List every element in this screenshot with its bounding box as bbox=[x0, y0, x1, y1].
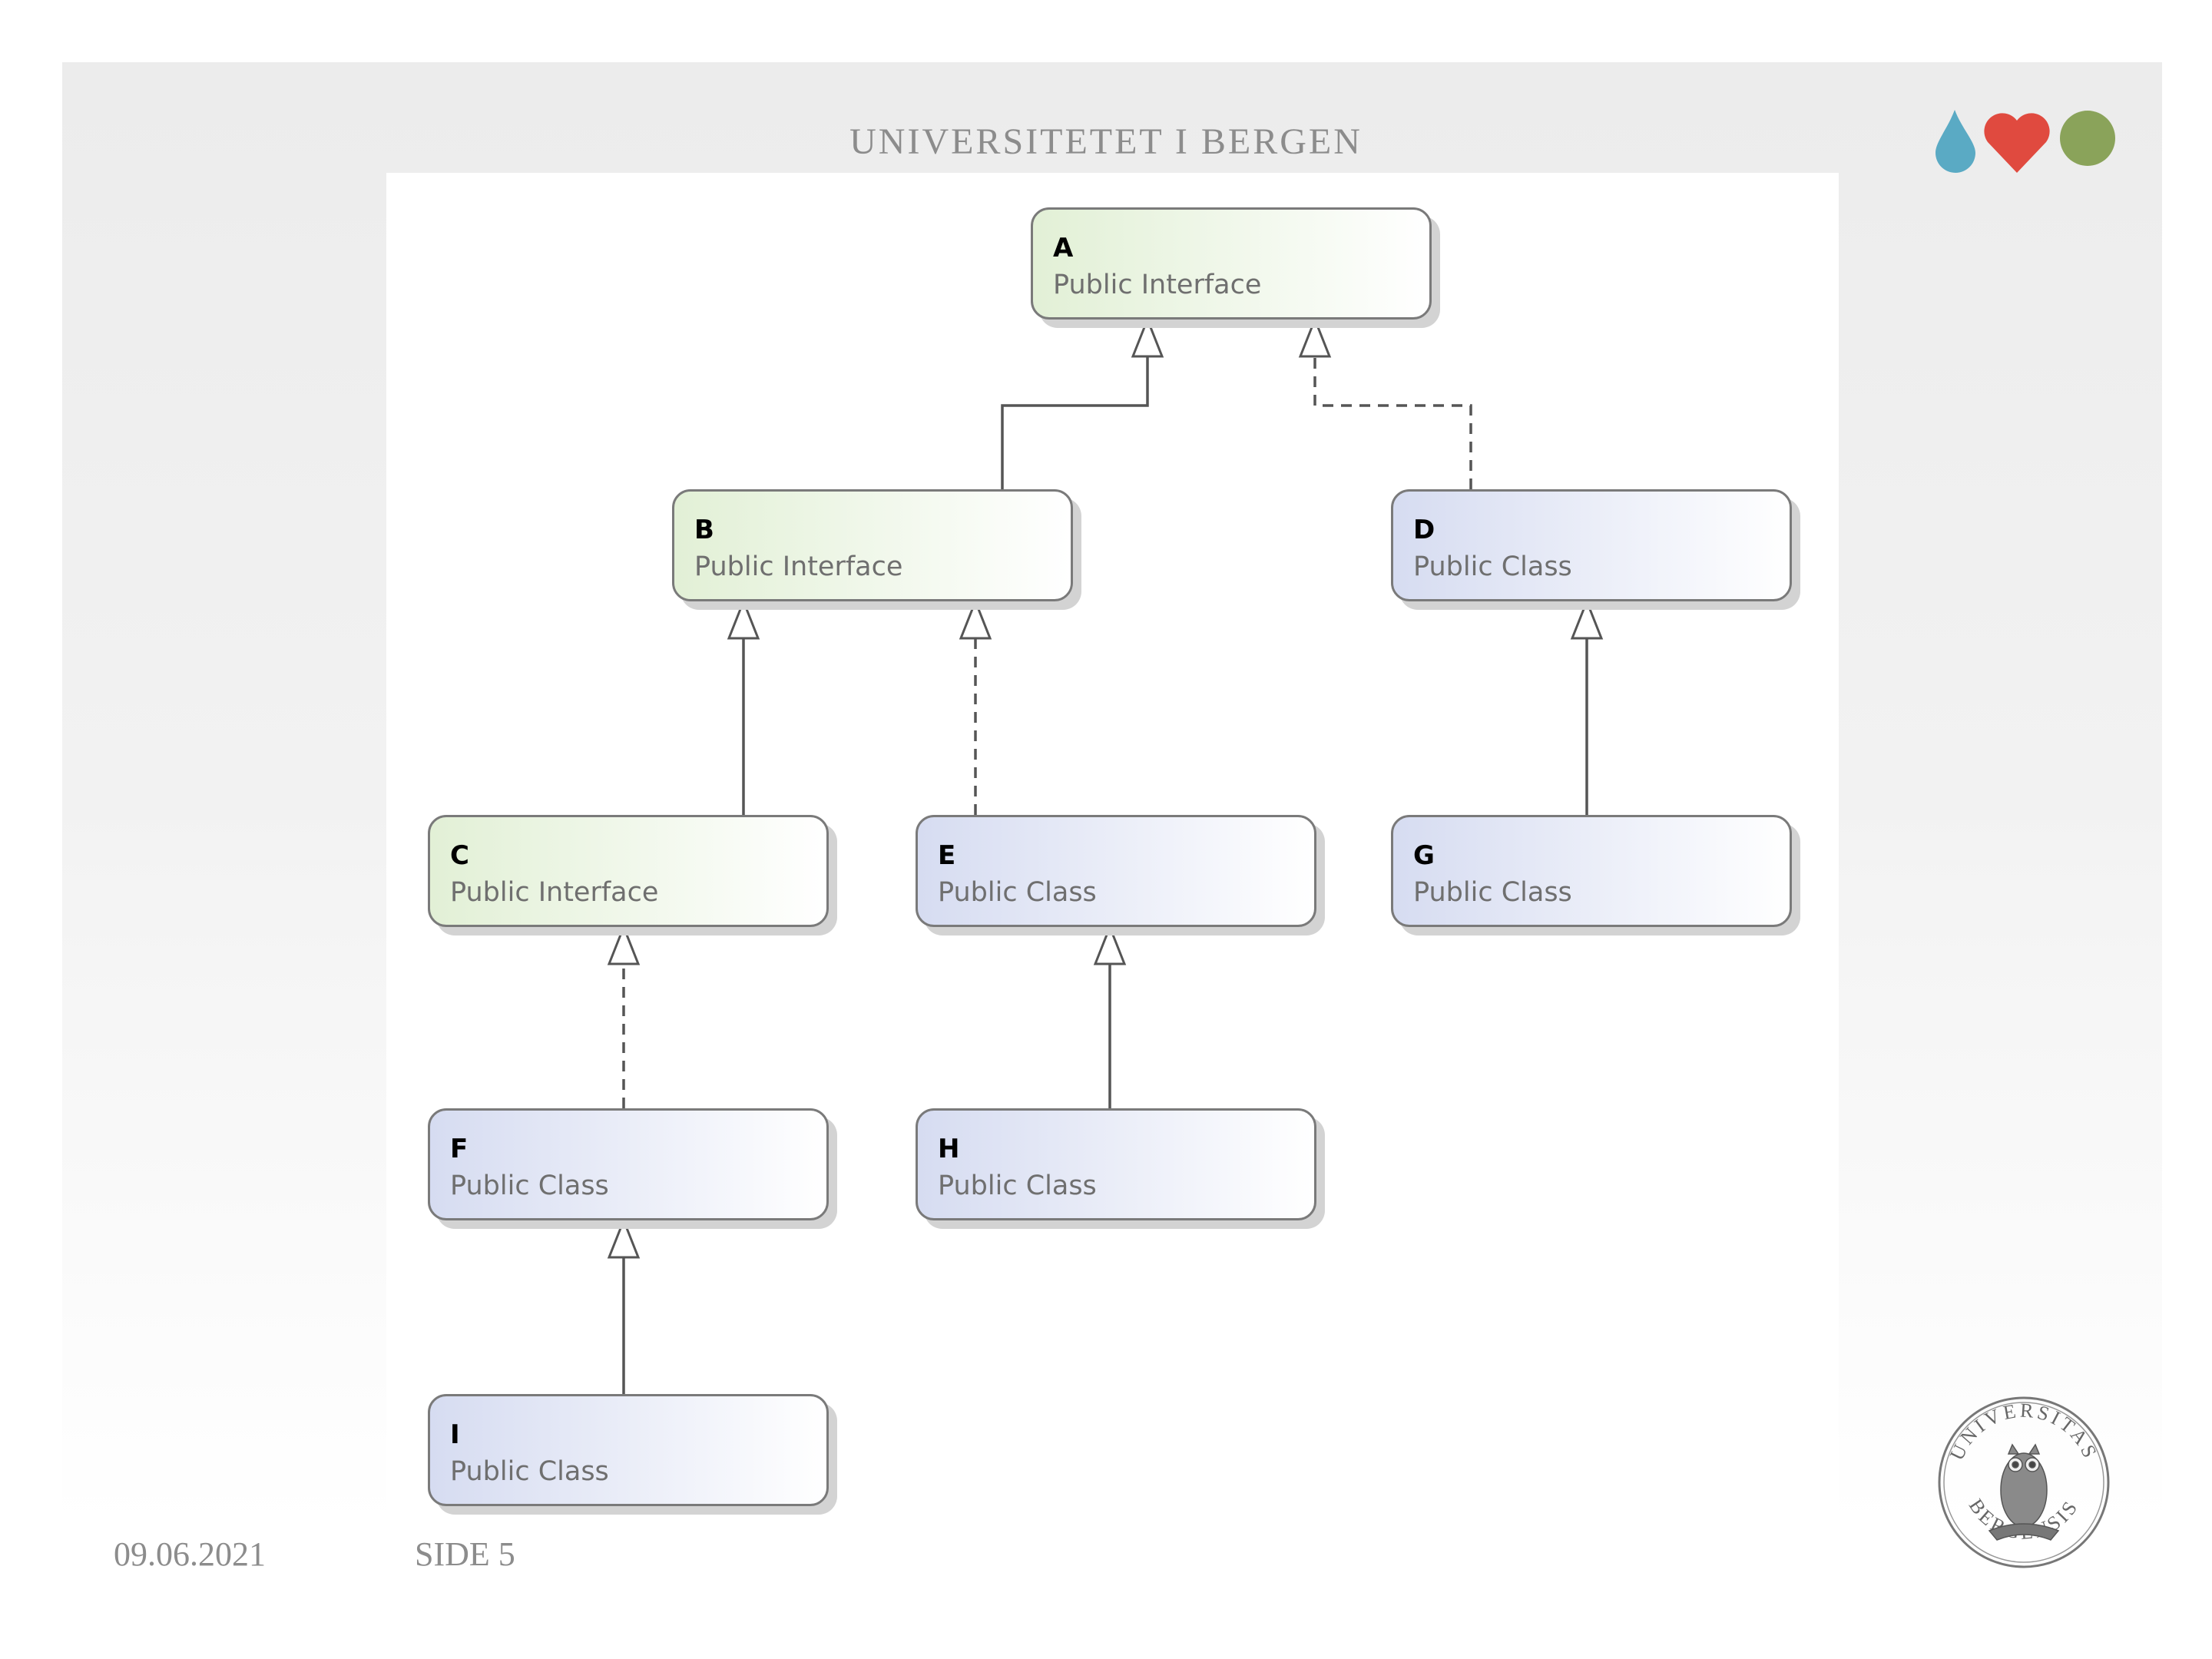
footer-page-number: SIDE 5 bbox=[415, 1535, 515, 1573]
node-b[interactable]: B Public Interface bbox=[672, 489, 1073, 601]
node-type: Public Class bbox=[938, 877, 1097, 908]
university-title: UNIVERSITETET I BERGEN bbox=[849, 121, 1363, 162]
node-type: Public Class bbox=[1413, 877, 1572, 908]
node-name: F bbox=[450, 1134, 469, 1164]
node-g[interactable]: G Public Class bbox=[1391, 815, 1792, 927]
node-name: H bbox=[938, 1134, 960, 1164]
inheritance-arrowhead bbox=[1298, 316, 1332, 358]
node-type: Public Interface bbox=[450, 877, 659, 908]
node-e[interactable]: E Public Class bbox=[916, 815, 1316, 927]
inheritance-arrowhead bbox=[727, 598, 760, 640]
node-i[interactable]: I Public Class bbox=[428, 1394, 829, 1506]
inheritance-arrowhead bbox=[1570, 598, 1604, 640]
water-drop-icon bbox=[1936, 110, 1975, 173]
node-type: Public Class bbox=[938, 1171, 1097, 1201]
node-f[interactable]: F Public Class bbox=[428, 1108, 829, 1220]
node-type: Public Interface bbox=[1053, 270, 1262, 300]
node-a[interactable]: A Public Interface bbox=[1031, 207, 1432, 320]
edge-d-a bbox=[1313, 356, 1472, 489]
edges-layer bbox=[607, 316, 1604, 1394]
circle-icon bbox=[2060, 111, 2115, 166]
node-name: A bbox=[1053, 233, 1074, 263]
node-name: D bbox=[1413, 515, 1435, 545]
node-d[interactable]: D Public Class bbox=[1391, 489, 1792, 601]
node-type: Public Class bbox=[1413, 551, 1572, 582]
inheritance-diagram bbox=[607, 316, 1604, 1394]
node-name: I bbox=[450, 1419, 460, 1450]
node-h[interactable]: H Public Class bbox=[916, 1108, 1316, 1220]
node-type: Public Class bbox=[450, 1456, 609, 1487]
node-name: B bbox=[694, 515, 714, 545]
footer-date: 09.06.2021 bbox=[114, 1535, 266, 1573]
university-seal: UNIVERSITAS BERGENSIS bbox=[1938, 1396, 2110, 1568]
inheritance-arrowhead bbox=[607, 923, 641, 965]
brand-logo bbox=[1936, 110, 2115, 173]
node-type: Public Interface bbox=[694, 551, 903, 582]
node-name: G bbox=[1413, 840, 1435, 871]
inheritance-arrowhead bbox=[1131, 316, 1164, 358]
inheritance-arrowhead bbox=[959, 598, 992, 640]
owl-icon bbox=[1988, 1443, 2060, 1541]
node-c[interactable]: C Public Interface bbox=[428, 815, 829, 927]
heart-icon bbox=[1984, 113, 2050, 173]
node-type: Public Class bbox=[450, 1171, 609, 1201]
edge-b-a bbox=[1001, 356, 1149, 489]
inheritance-arrowhead bbox=[1093, 923, 1127, 965]
node-name: E bbox=[938, 840, 956, 871]
inheritance-arrowhead bbox=[607, 1217, 641, 1259]
node-name: C bbox=[450, 840, 469, 871]
